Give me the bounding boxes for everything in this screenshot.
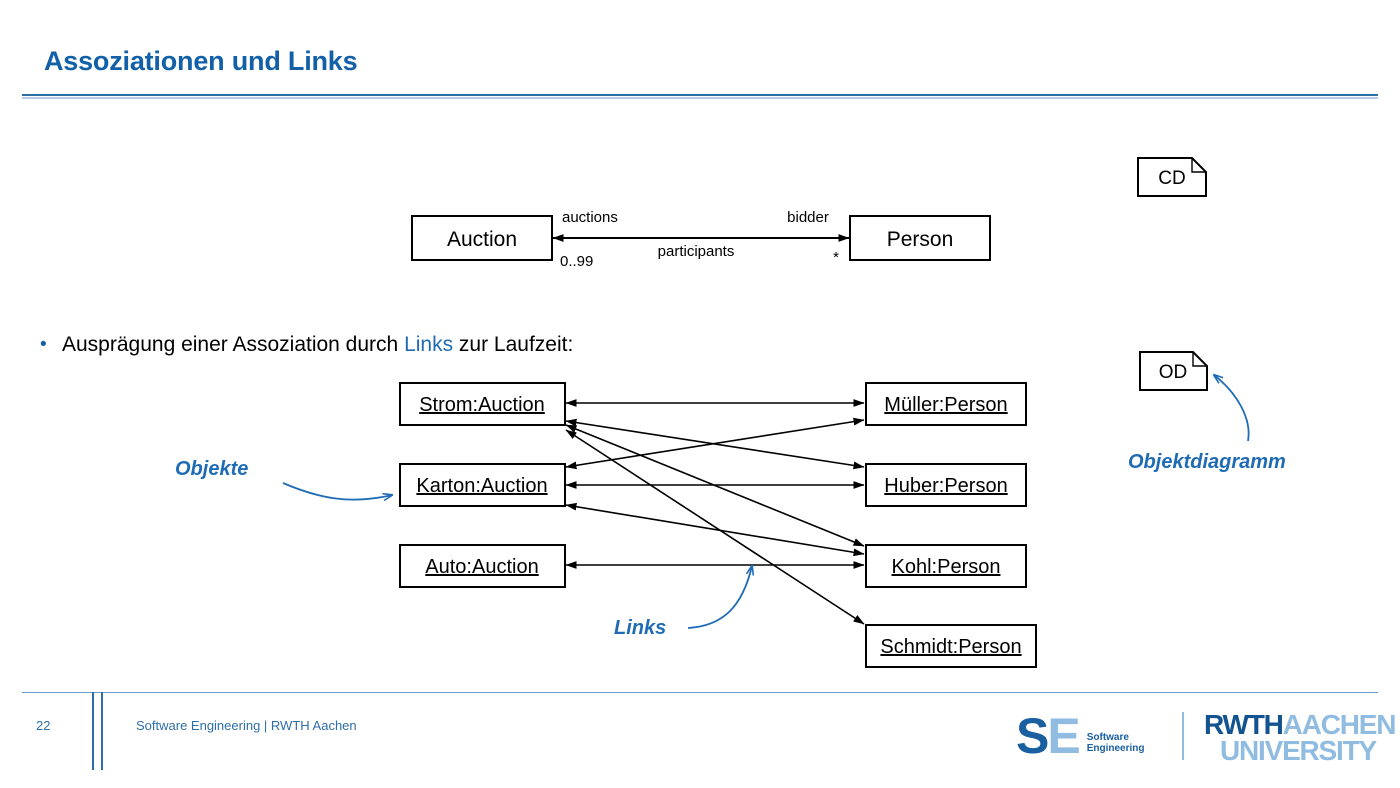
footer-text: Software Engineering | RWTH Aachen [136,718,357,733]
object-box-auto: Auto:Auction [399,544,566,588]
object-box-huber-label: Huber:Person [884,475,1007,497]
link-karton-kohl [565,502,865,557]
object-box-schmidt-label: Schmidt:Person [880,636,1021,658]
annotation-objektdiagramm: Objektdiagramm [1128,375,1286,473]
class-box-auction: Auction [411,215,553,261]
class-box-auction-label: Auction [447,228,517,251]
rwth-logo-rwth: RWTH [1204,709,1284,740]
class-box-person-label: Person [887,228,954,251]
se-logo-s: S [1016,708,1049,764]
object-box-strom-label: Strom:Auction [419,394,545,416]
od-tag-label: OD [1159,362,1188,383]
se-logo-e: E [1047,708,1080,764]
object-box-auto-label: Auto:Auction [425,556,538,578]
rwth-logo-line1: RWTHAACHEN [1204,709,1396,740]
object-box-karton: Karton:Auction [399,463,566,507]
page-number: 22 [36,718,51,733]
title-rule-secondary [22,97,1378,99]
rwth-logo-aachen: AACHEN [1282,709,1397,740]
se-logo-subtitle: Software Engineering [1087,732,1145,755]
object-box-mueller: Müller:Person [865,382,1027,426]
bullet-marker: • [40,334,47,355]
object-box-kohl: Kohl:Person [865,544,1027,588]
se-logo-subtitle-line2: Engineering [1086,743,1145,754]
footer-rule [22,692,1378,693]
rwth-logo-line2: UNIVERSITY [1219,734,1377,766]
association-right-multiplicity: * [833,249,839,266]
object-box-schmidt: Schmidt:Person [865,624,1037,668]
bullet-text-before: Ausprägung einer Assoziation durch [62,333,405,356]
class-box-person: Person [849,215,991,261]
association-left-multiplicity: 0..99 [560,253,593,270]
association-right-role: bidder [787,209,829,226]
bullet-line: • Ausprägung einer Assoziation durch Link… [40,333,573,357]
footer-divider-left [92,692,94,770]
od-tag: OD [1139,351,1208,391]
annotation-objekte: Objekte [175,458,392,500]
logo-separator [1182,712,1184,760]
title-rule-primary [22,94,1378,96]
bullet-accent-links: Links [404,333,454,356]
class-diagram: Auction Person auctions 0..99 participan… [411,209,991,270]
annotation-links: Links [614,566,752,639]
object-box-mueller-label: Müller:Person [884,394,1007,416]
cd-tag: CD [1137,157,1207,197]
object-box-karton-label: Karton:Auction [416,475,547,497]
page-title: Assoziationen und Links [44,46,358,76]
footer-divider-right [101,692,103,770]
link-karton-mueller [565,417,865,470]
object-box-huber: Huber:Person [865,463,1027,507]
se-logo-subtitle-line1: Software [1086,731,1129,743]
annotation-objekte-label: Objekte [175,458,248,480]
association-left-role: auctions [562,209,618,226]
rwth-logo: RWTHAACHEN UNIVERSITY [1204,709,1396,766]
annotation-links-label: Links [614,617,666,639]
cd-tag-label: CD [1158,168,1185,189]
object-links [565,399,865,625]
object-box-strom: Strom:Auction [399,382,566,426]
association-name: participants [658,243,735,260]
annotation-objektdiagramm-label: Objektdiagramm [1128,451,1286,473]
bullet-text-after: zur Laufzeit: [453,333,574,356]
object-box-kohl-label: Kohl:Person [892,556,1001,578]
